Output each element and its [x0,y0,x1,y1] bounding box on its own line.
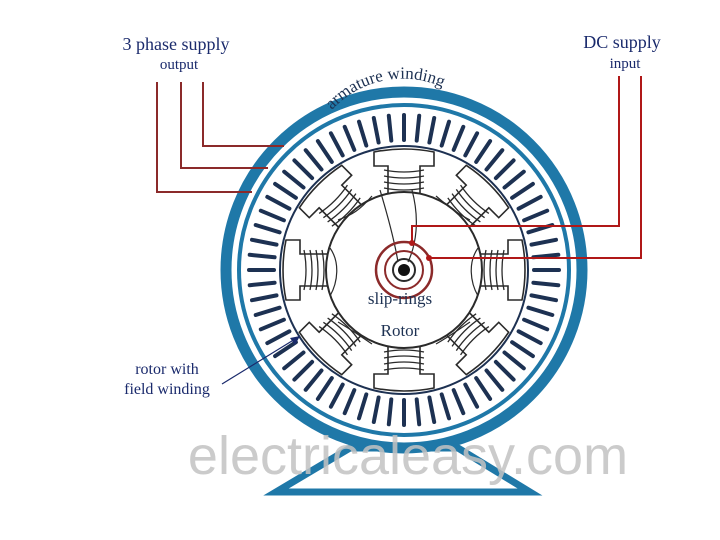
stator-slot [533,283,558,286]
rotor-label: Rotor [381,321,420,340]
stator-slot [250,283,275,286]
slip-rings-label: slip-rings [368,289,432,308]
input-label: input [610,56,642,72]
watermark: electricaleasy.com [188,426,628,486]
stator-slot [250,255,275,257]
three-phase-supply-label: 3 phase supply [123,34,230,54]
field-winding-label: field winding [124,381,210,398]
rotor-with-label: rotor with [135,361,199,378]
shaft [398,264,410,276]
dc-supply-label: DC supply [583,32,661,52]
stator-slot [533,255,558,257]
stator-slot [389,116,392,141]
stator-slot [389,399,392,424]
output-label: output [160,57,199,73]
stator-slot [417,399,420,424]
stator-slot [417,116,420,141]
